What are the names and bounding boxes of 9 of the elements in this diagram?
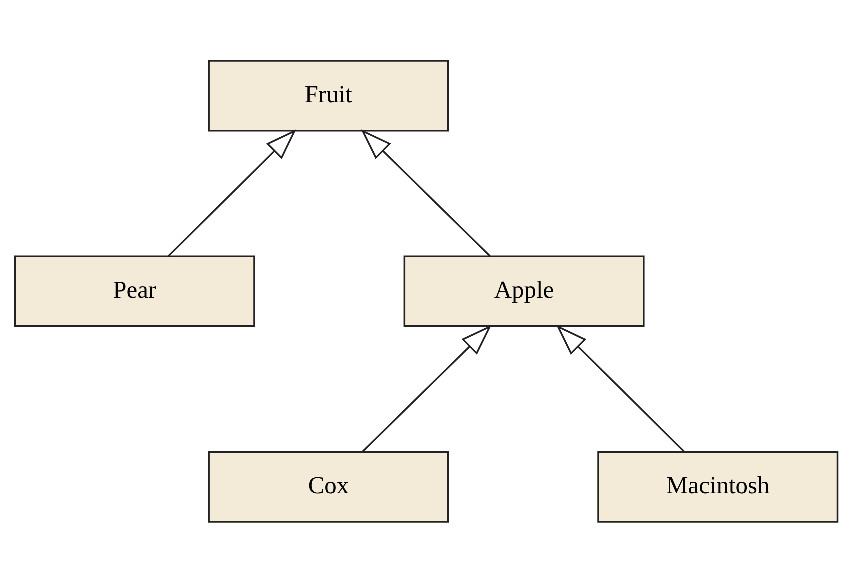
node-box: Fruit [208,60,450,132]
node-box: Macintosh [598,451,839,523]
node-box: Apple [404,256,645,328]
node-box: Pear [14,256,256,328]
arrow [168,130,297,257]
arrow [556,325,685,452]
node-box: Cox [208,451,450,523]
arrow [362,325,492,452]
arrow [361,130,491,257]
